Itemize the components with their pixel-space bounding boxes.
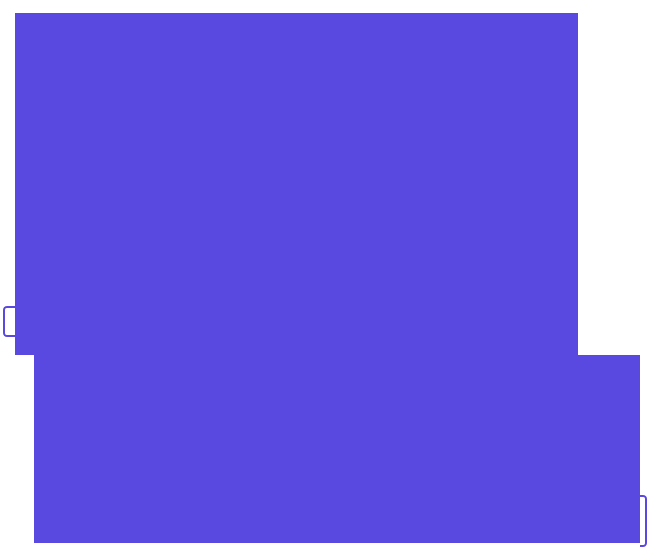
left-edge-pill-button[interactable] xyxy=(3,306,17,337)
top-purple-block xyxy=(15,13,578,355)
right-edge-pill-button[interactable] xyxy=(640,495,647,547)
bottom-purple-block xyxy=(34,355,640,543)
